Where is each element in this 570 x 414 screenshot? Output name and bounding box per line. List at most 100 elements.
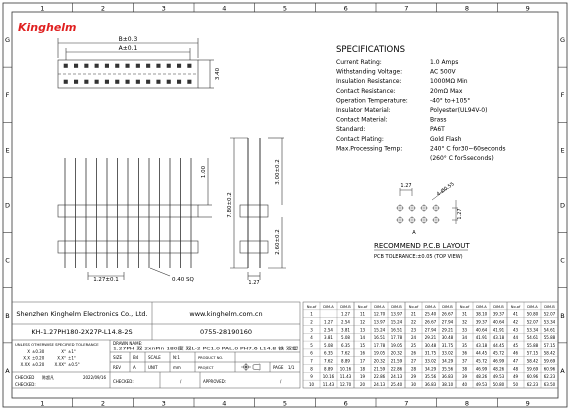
spec-label: Standard: (336, 126, 365, 133)
pin-square (125, 63, 130, 68)
pin-table-header: DIM.A (476, 305, 487, 309)
frame-col-label: 3 (162, 5, 166, 13)
pin-table-cell: 54.61 (527, 335, 539, 340)
pin-table-cell: 21.59 (391, 359, 403, 364)
spec-value: (260° C for5seconds) (430, 155, 494, 162)
pin-table-cell: 16.51 (391, 327, 403, 332)
pin-table-cell: 8.89 (341, 359, 350, 364)
pin-table-cell: 52.07 (544, 312, 556, 317)
pin-table-cell: 50.80 (493, 382, 505, 387)
pin-square (187, 63, 192, 68)
pin-table-cell: 12.70 (340, 382, 352, 387)
pin-table-header: DIM.B (391, 305, 402, 309)
pin-table-cell: 36 (462, 351, 468, 356)
tol-cell: X.X° (57, 356, 66, 361)
spec-label: Contact Resistance: (336, 88, 396, 95)
pin-table-cell: 6.35 (341, 343, 350, 348)
drawn-label: CHECKED (15, 375, 34, 380)
pin-table-cell: 55.88 (544, 335, 556, 340)
pin-table-cell: 31.75 (425, 351, 437, 356)
pin-table-cell: 43.18 (476, 343, 488, 348)
pin-table-cell: 60.96 (527, 374, 539, 379)
pin-table-cell: 2 (310, 319, 313, 324)
frame-col-label: 9 (526, 5, 530, 13)
pin-table-cell: 60.96 (544, 366, 556, 371)
checked-slash: / (180, 379, 182, 384)
company-logo: Kinghelm (18, 21, 77, 34)
pin-square (63, 63, 68, 68)
frame-row-label: C (560, 257, 565, 265)
pcb-title: RECOMMEND P.C.B LAYOUT (374, 242, 470, 250)
pin-square (156, 79, 161, 84)
pin-square (135, 63, 140, 68)
pin-table-cell: 41.91 (493, 327, 505, 332)
pin-table-cell: 5.08 (324, 343, 333, 348)
rev-label: REV (113, 365, 121, 370)
pin-table-cell: 15.24 (374, 327, 386, 332)
frame-col-label: 1 (40, 400, 44, 408)
pin-square (94, 63, 99, 68)
frame-col-label: 2 (101, 400, 105, 408)
pin-square (104, 79, 109, 84)
pin-table-cell: 31.75 (442, 343, 454, 348)
pin-table-cell: 35 (462, 343, 468, 348)
pin-square (166, 63, 171, 68)
pin-table-cell: 13 (360, 327, 366, 332)
frame-col-label: 9 (526, 400, 530, 408)
pin-square (115, 79, 120, 84)
spec-value: 20mΩ Max (430, 88, 463, 95)
pin-square (135, 79, 140, 84)
pin-table-cell: 13.97 (374, 319, 386, 324)
scale-value: N:1 (173, 355, 180, 360)
tol-cell: X.X (23, 356, 30, 361)
pin-table-cell: 46.99 (476, 366, 488, 371)
tol-cell: X.XX° (55, 362, 67, 367)
frame-col-label: 6 (344, 400, 348, 408)
part-number: KH-1.27PH180-2X27P-L14.8-2S (31, 328, 132, 336)
pin-table-cell: 1.27 (341, 312, 350, 317)
frame-col-label: 2 (101, 5, 105, 13)
tolerance-title: UNLESS OTHERWISE SPECIFIED TOLERANCE (15, 342, 99, 347)
part-description: 1.27PH 双 2xnPin 180度 双L-2 PC1.0 PAL.0 PH… (113, 346, 300, 351)
side-view (230, 137, 286, 280)
dim-300-label: 3.00±0.2 (275, 159, 281, 185)
pin-table-cell: 25.40 (391, 382, 403, 387)
spec-label: Current Rating: (336, 59, 382, 66)
dim-780-label: 7.80±0.2 (227, 192, 233, 218)
pin-table-header: DIM.B (442, 305, 453, 309)
tol-cell: ±0.30 (32, 349, 45, 354)
pin-table-cell: 16 (360, 351, 366, 356)
pin-table-cell: 11.43 (323, 382, 335, 387)
pin-table-cell: 10.16 (340, 366, 352, 371)
pin-table-cell: 40.64 (493, 319, 505, 324)
spec-label: Insulator Material: (336, 107, 391, 114)
pin-table-cell: 20 (360, 382, 366, 387)
pin-table-cell: 18 (360, 366, 366, 371)
pin-table-cell: 5.08 (341, 335, 350, 340)
pin-table-header: DIM.A (374, 305, 385, 309)
pin-square (115, 63, 120, 68)
pin-table-cell: 41 (513, 312, 519, 317)
pin-table-cell: 32 (462, 319, 468, 324)
pin-table-cell: 45.72 (493, 351, 505, 356)
page-label: PAGE (273, 365, 284, 370)
pin-table-cell: 3 (310, 327, 313, 332)
pin-table-cell: 34 (462, 335, 468, 340)
frame-row-label: C (5, 257, 10, 265)
pin-table-header: No.of (307, 305, 317, 309)
title-block (11, 301, 301, 389)
pin-table-cell: 41.91 (476, 335, 488, 340)
frame-col-label: 1 (40, 5, 44, 13)
pin-table-cell: 44.45 (493, 343, 505, 348)
pin-table-cell: 11 (360, 312, 366, 317)
pin-table-cell: 27 (411, 359, 417, 364)
tol-cell: X (27, 349, 30, 354)
size-label: SIZE (113, 355, 122, 360)
pin-table-cell: 22.86 (391, 366, 403, 371)
pin-table-cell: 7.62 (341, 351, 350, 356)
frame-col-label: 4 (222, 400, 226, 408)
pin-table-header: DIM.A (425, 305, 436, 309)
pin-table-cell: 44.45 (476, 351, 488, 356)
pin-square (94, 79, 99, 84)
